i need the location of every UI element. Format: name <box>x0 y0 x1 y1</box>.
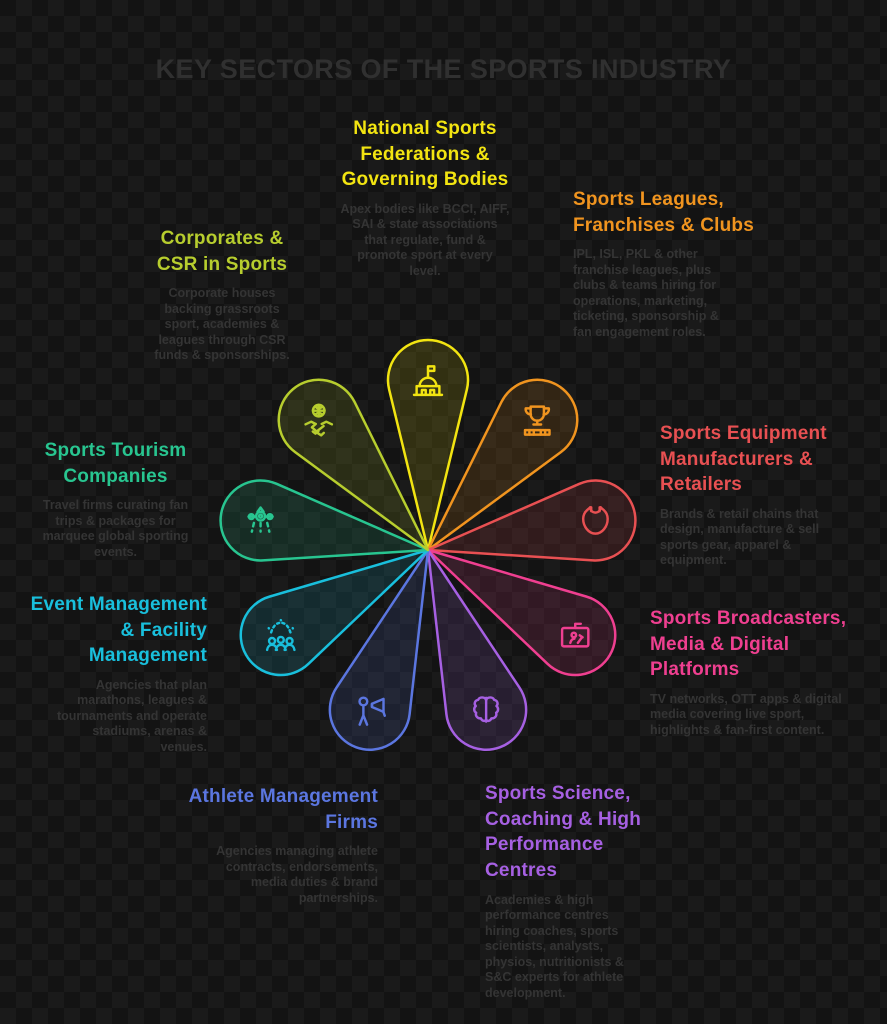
handshake-globe-icon <box>304 403 334 437</box>
government-building-icon <box>412 365 444 397</box>
section-heading: Athlete Management Firms <box>188 786 378 833</box>
section-body: Agencies managing athlete contracts, end… <box>216 844 378 905</box>
section-broadcasters-media: Sports Broadcasters, Media & Digital Pla… <box>650 606 855 739</box>
section-body: TV networks, OTT apps & digital media co… <box>650 691 842 737</box>
section-corporates-csr: Corporates & CSR in Sports Corporate hou… <box>147 226 297 364</box>
section-national-federations: National Sports Federations & Governing … <box>340 116 510 280</box>
page-title: KEY SECTORS OF THE SPORTS INDUSTRY <box>155 54 732 84</box>
section-leagues-clubs: Sports Leagues, Franchises & Clubs IPL, … <box>573 187 763 341</box>
athlete-megaphone-icon <box>358 696 386 726</box>
section-heading: Sports Leagues, Franchises & Clubs <box>573 189 754 236</box>
section-sports-tourism: Sports Tourism Companies Travel firms cu… <box>33 438 198 561</box>
section-event-facility: Event Management & Facility Management A… <box>27 592 207 756</box>
section-heading: Sports Equipment Manufacturers & Retaile… <box>660 423 827 496</box>
petal-national-federations <box>386 338 470 552</box>
celebration-crowd-icon <box>265 618 296 652</box>
petal-leagues-clubs <box>426 378 579 552</box>
section-heading: Corporates & CSR in Sports <box>156 228 288 275</box>
jersey-icon <box>581 506 609 535</box>
section-body: IPL, ISL, PKL & other franchise leagues,… <box>573 247 719 339</box>
section-body: Travel firms curating fan trips & packag… <box>42 498 189 559</box>
section-heading: Sports Science, Coaching & High Performa… <box>485 783 642 881</box>
section-body: Corporate houses backing grassroots spor… <box>154 286 290 363</box>
section-science-performance: Sports Science, Coaching & High Performa… <box>485 781 675 1002</box>
section-body: Brands & retail chains that design, manu… <box>660 506 820 568</box>
section-body: Apex bodies like BCCI, AIFF, SAI & state… <box>340 201 510 278</box>
petal-sports-tourism <box>219 479 430 562</box>
trophy-icon <box>523 405 551 436</box>
section-heading: Sports Tourism Companies <box>44 440 187 487</box>
section-body: Agencies that plan marathons, leagues & … <box>56 677 207 754</box>
section-heading: Sports Broadcasters, Media & Digital Pla… <box>650 608 847 681</box>
petal-corporates-csr <box>277 378 430 552</box>
section-heading: Event Management & Facility Management <box>30 594 207 667</box>
petal-equipment-retailers <box>426 479 637 562</box>
section-body: Academies & high performance centres hir… <box>485 892 624 1000</box>
petal-athlete-management <box>328 548 430 751</box>
section-athlete-management: Athlete Management Firms Agencies managi… <box>188 784 378 907</box>
airplane-front-icon <box>247 506 274 533</box>
petal-science-performance <box>426 548 528 751</box>
section-equipment-retailers: Sports Equipment Manufacturers & Retaile… <box>660 421 865 569</box>
brain-icon <box>472 696 500 723</box>
flower-svg <box>219 338 637 751</box>
media-screen-icon <box>560 622 590 648</box>
section-heading: National Sports Federations & Governing … <box>341 118 509 191</box>
petal-broadcasters-media <box>426 548 617 677</box>
